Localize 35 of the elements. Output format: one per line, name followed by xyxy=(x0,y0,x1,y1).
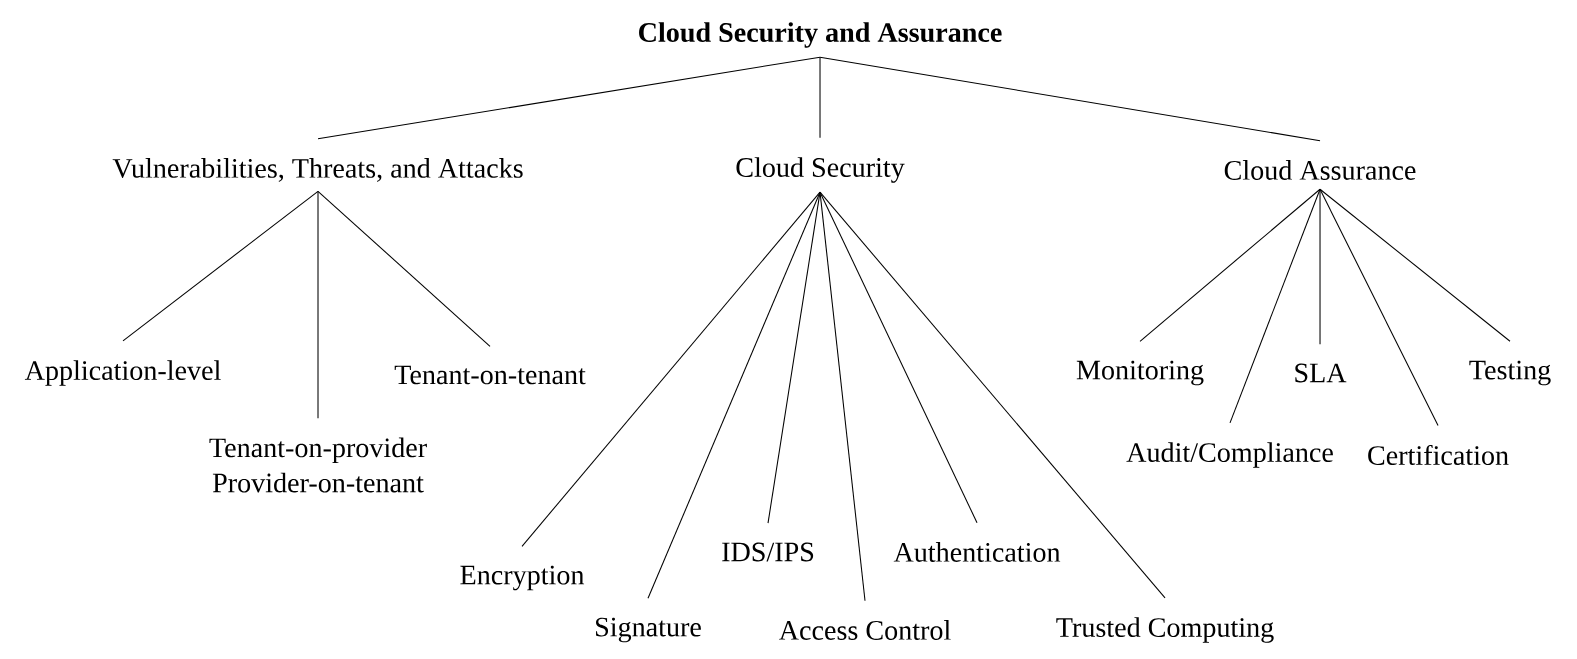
connector-line xyxy=(1229,188,1321,424)
category-label: Tenant-on-tenant xyxy=(394,365,586,385)
category-label: Access Control xyxy=(779,620,951,640)
category-label: Monitoring xyxy=(1076,360,1204,386)
category-label: SLA xyxy=(1295,363,1347,383)
category-label: Authentication xyxy=(893,542,1061,562)
connector-line xyxy=(819,56,1321,142)
connector-line xyxy=(1319,188,1511,342)
category-label: Application-level xyxy=(24,360,221,386)
connector-line xyxy=(819,191,1166,599)
category-label: Trusted Computing xyxy=(1056,617,1274,643)
category-label: IDS/IPS xyxy=(722,542,814,562)
connector-line xyxy=(521,191,821,547)
category-label: Audit/Compliance xyxy=(1126,442,1333,468)
category-label: Signature xyxy=(596,617,701,643)
connector-line xyxy=(819,56,821,139)
category-label: Tenant-on-provider Provider-on-tenant xyxy=(209,437,427,493)
connector-line xyxy=(317,56,821,140)
connector-line xyxy=(1139,188,1321,342)
root-label: Cloud Security and Assurance xyxy=(639,22,1002,48)
connector-line xyxy=(819,191,866,602)
category-label: Certification xyxy=(1368,445,1509,466)
connector-line xyxy=(767,191,821,524)
category-label: Encryption xyxy=(460,565,585,591)
category-label: Testing xyxy=(1469,360,1551,386)
connector-line xyxy=(819,191,978,524)
connector-line xyxy=(1319,188,1439,427)
category-label: Cloud Assurance xyxy=(1224,160,1416,180)
connector-line xyxy=(1319,188,1321,345)
category-label: Vulnerabilities, Threats, and Attacks xyxy=(112,158,523,182)
category-label: Cloud Security xyxy=(736,157,905,183)
connector-line xyxy=(317,190,319,419)
connector-line xyxy=(122,190,319,342)
connector-line xyxy=(647,191,821,599)
connector-line xyxy=(317,190,491,347)
